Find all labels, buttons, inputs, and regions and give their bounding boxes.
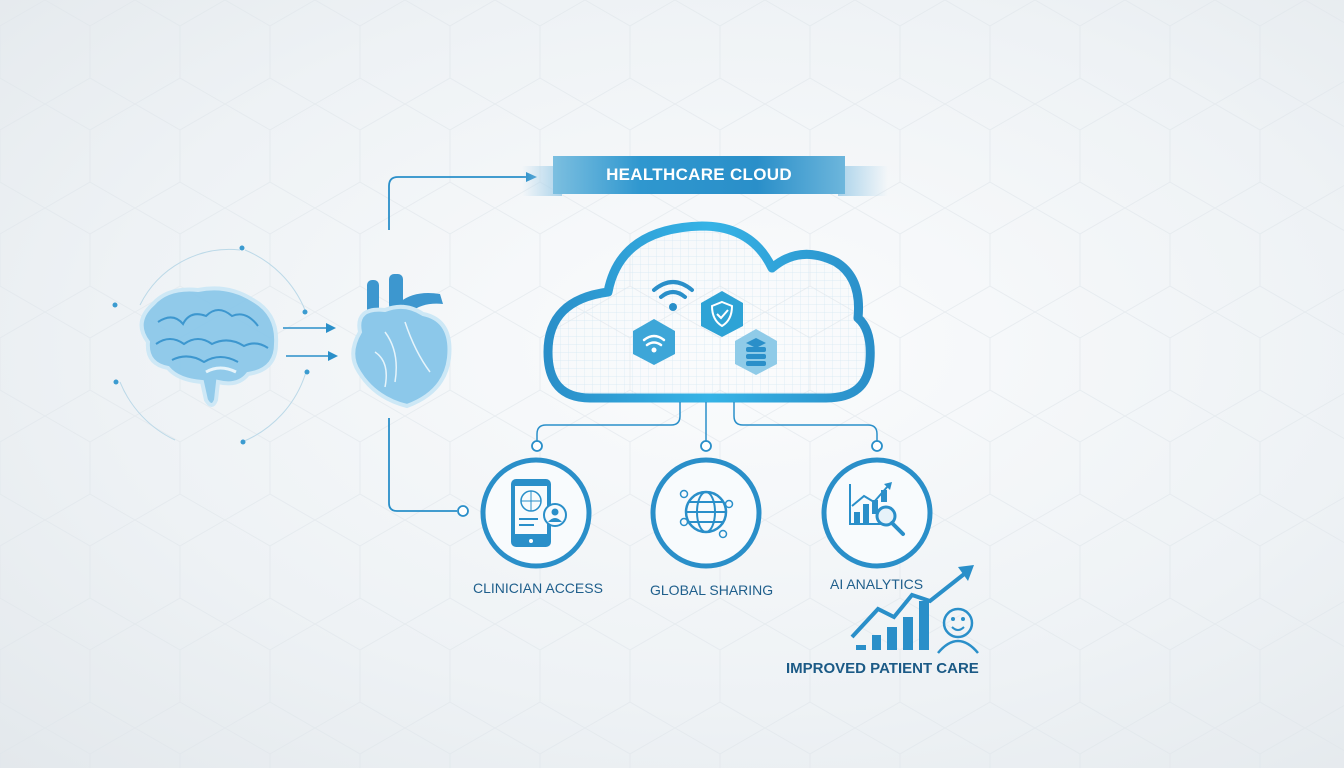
heart-icon bbox=[351, 274, 452, 409]
wifi-hex-icon bbox=[633, 319, 675, 365]
wifi-icon bbox=[652, 280, 694, 311]
clinician-access-label: CLINICIAN ACCESS bbox=[473, 580, 603, 596]
growth-chart-smiley-icon bbox=[850, 565, 979, 654]
chart-magnifier-icon bbox=[849, 482, 905, 536]
global-sharing-label: GLOBAL SHARING bbox=[650, 582, 774, 598]
improved-patient-care-label: IMPROVED PATIENT CARE bbox=[786, 660, 979, 677]
server-stack-icon bbox=[735, 329, 777, 375]
ai-analytics-label: AI ANALYTICS bbox=[830, 576, 924, 592]
globe-network-icon bbox=[679, 489, 734, 539]
brain-icon bbox=[139, 286, 279, 407]
tablet-user-icon bbox=[511, 479, 567, 547]
banner-title: HEALTHCARE CLOUD bbox=[553, 156, 845, 194]
shield-check-icon bbox=[701, 291, 743, 337]
banner-ribbon-right bbox=[838, 166, 888, 196]
